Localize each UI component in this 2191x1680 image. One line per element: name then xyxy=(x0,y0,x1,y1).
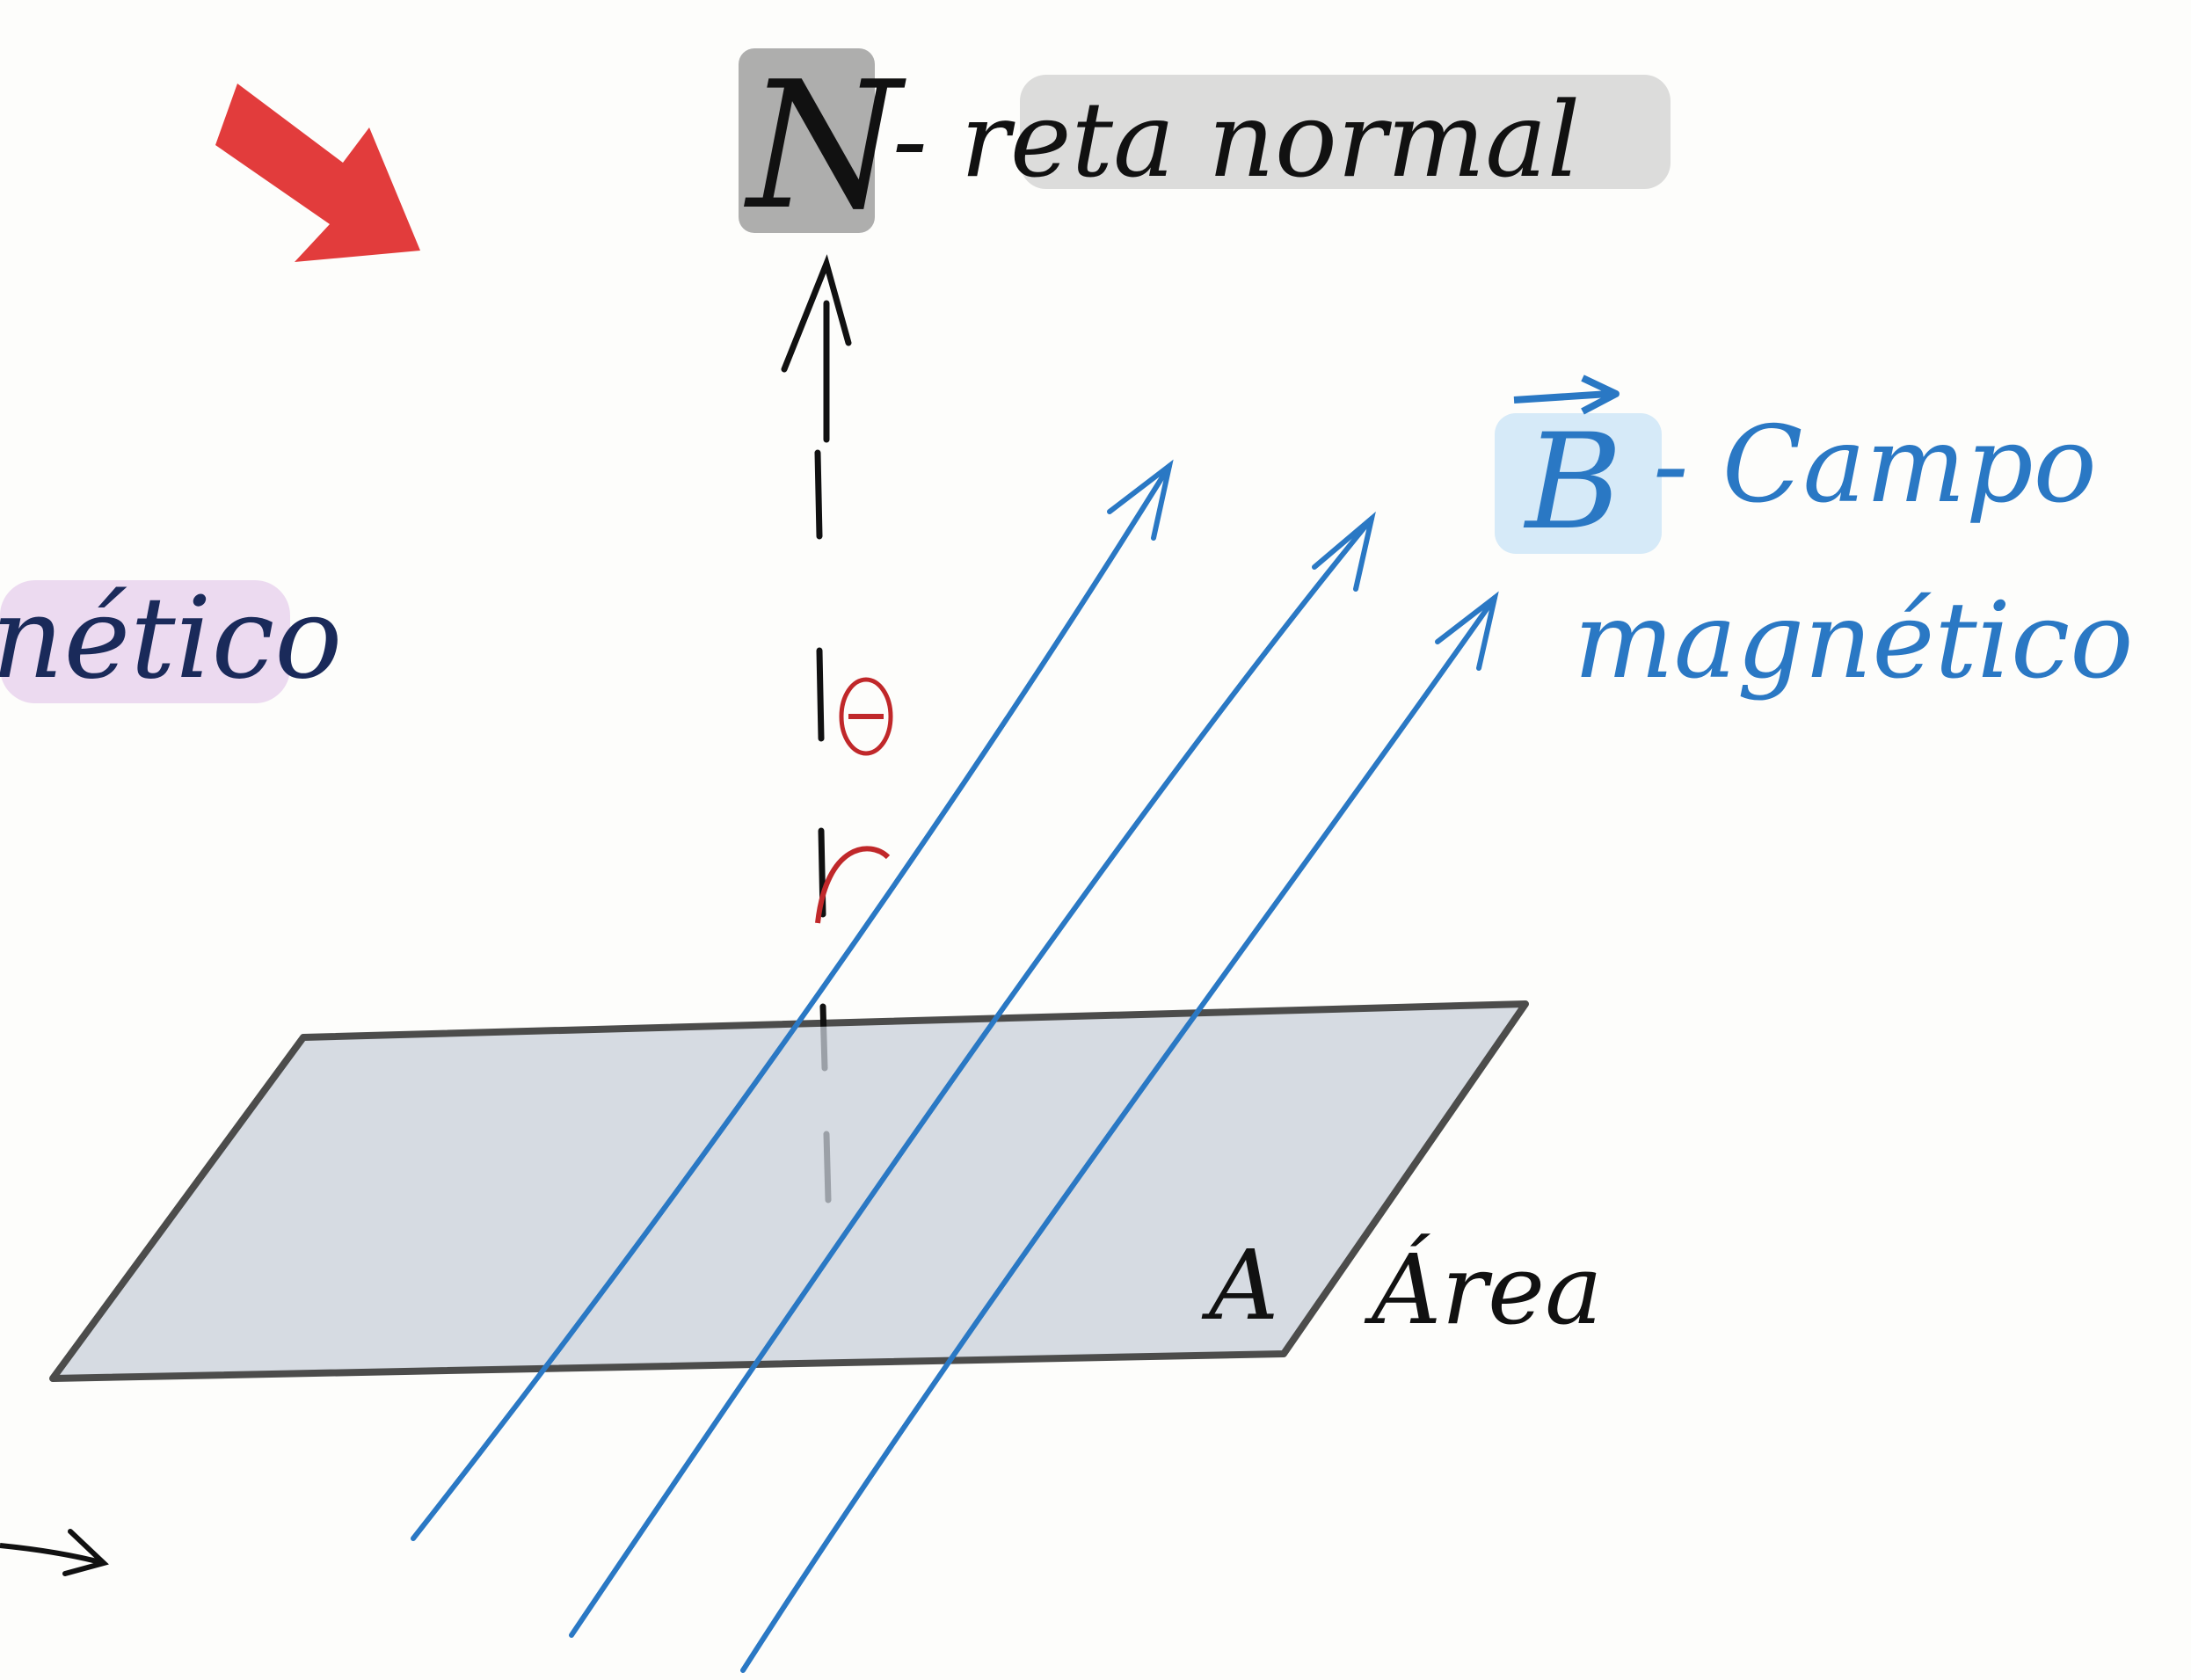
area-label: A Área xyxy=(1201,1229,1603,1346)
field-line-2 xyxy=(569,511,1376,1638)
normal-line-label: N - reta normal xyxy=(739,44,1671,249)
field-symbol: B xyxy=(1523,406,1622,559)
svg-text:nético: nético xyxy=(0,573,342,704)
down-right-arrow-icon xyxy=(215,84,420,262)
field-text-line2: magnético xyxy=(1574,580,2134,702)
area-symbol: A xyxy=(1201,1229,1278,1342)
normal-symbol: N xyxy=(744,44,906,249)
right-arrow-icon xyxy=(0,1529,109,1576)
angle-symbol: θ xyxy=(866,737,867,739)
magnetic-field-lines xyxy=(411,459,1499,1673)
field-line-1 xyxy=(411,459,1174,1541)
area-text: Área xyxy=(1364,1233,1603,1346)
left-fragment-label: nético xyxy=(0,573,342,704)
magnetic-field-label: B - Campo magnético xyxy=(1495,375,2134,702)
angle-theta: θ xyxy=(815,677,893,924)
area-plane xyxy=(49,1000,1529,1382)
field-text-line1: - Campo xyxy=(1653,404,2097,527)
normal-text: - reta normal xyxy=(892,79,1580,200)
field-line-3 xyxy=(740,591,1499,1673)
